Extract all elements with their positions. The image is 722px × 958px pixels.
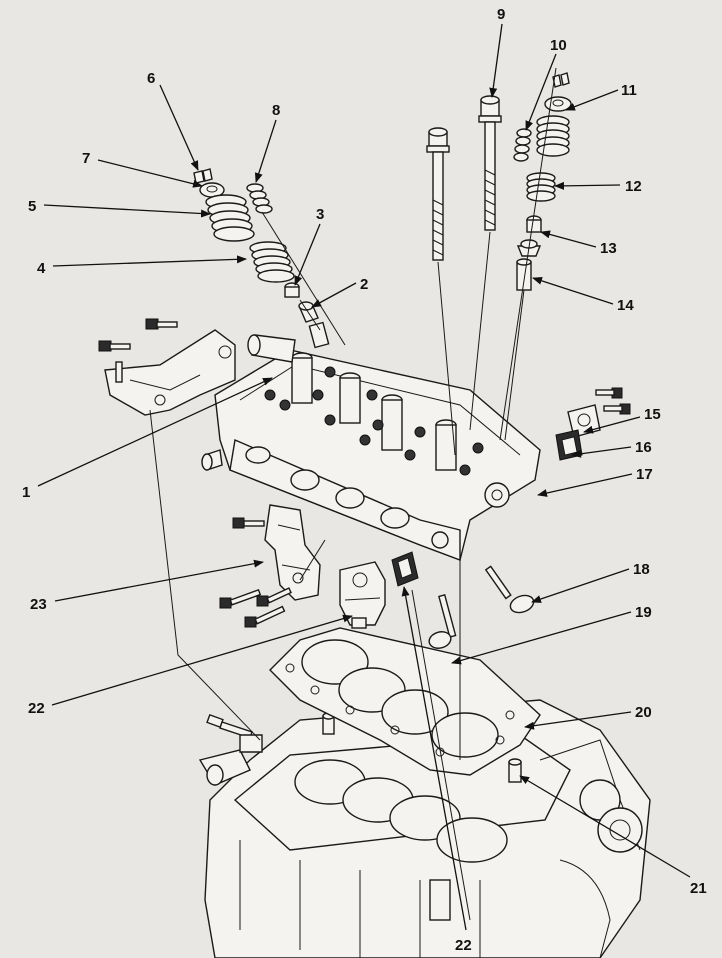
leader-19: [451, 611, 632, 665]
callout-17: 17: [636, 466, 653, 483]
callout-9: 9: [497, 6, 505, 23]
exhaust-valve: [428, 594, 457, 649]
leader-11: [565, 89, 619, 111]
leader-4: [52, 255, 247, 267]
callout-4: 4: [37, 260, 46, 277]
valve-stem-seal-right: [526, 215, 542, 233]
head-bolt-right: [478, 95, 502, 231]
alignment-line-bolt-left: [437, 261, 456, 456]
small-spring-right: [513, 128, 532, 162]
leader-14: [532, 276, 614, 305]
leader-10: [525, 53, 557, 131]
callout-5: 5: [28, 198, 36, 215]
callout-2: 2: [360, 276, 368, 293]
leader-20: [524, 711, 632, 730]
cover-bolt-1: [595, 387, 623, 399]
bracket-bolt-2: [145, 318, 178, 330]
leader-15: [583, 416, 641, 434]
leader-8: [254, 119, 277, 183]
engine-block: [198, 699, 651, 958]
leader-18: [531, 568, 630, 603]
head-bolt-left: [426, 127, 450, 261]
leader-5: [43, 204, 211, 218]
leader-22b: [401, 586, 467, 931]
alignment-line-bracket-to-block: [149, 409, 261, 741]
alignment-line-gasket-22: [411, 589, 471, 921]
callout-8: 8: [272, 102, 280, 119]
alignment-line-bracket: [299, 539, 326, 581]
cylinder-head: [201, 349, 541, 562]
alignment-line-bolt-right: [469, 231, 491, 431]
callout-7: 7: [82, 150, 90, 167]
leader-13: [540, 230, 597, 248]
callout-19: 19: [635, 604, 652, 621]
valve-guide-sleeve-right: [516, 258, 532, 291]
callout-23: 23: [30, 596, 47, 613]
alignment-line-left-2: [299, 299, 321, 331]
leader-17: [537, 473, 633, 497]
valve-guide-sleeve-left: [308, 321, 330, 349]
inner-valve-spring-right: [526, 172, 556, 202]
valve-keeper-left: [193, 168, 213, 184]
cover-gasket: [555, 429, 583, 461]
callout-12: 12: [625, 178, 642, 195]
small-spring-left: [246, 183, 273, 214]
leader-21: [519, 775, 691, 878]
callout-1: 1: [22, 484, 30, 501]
water-outlet-pipe: [247, 334, 296, 363]
callout-labels: 1 2 3 4 5 6 7 8 9 10 11 12 13 14 15 16 1…: [22, 6, 707, 954]
bracket-bolt-1: [98, 340, 131, 352]
leader-1: [37, 377, 273, 487]
bracket-bolt-lower-3: [256, 587, 292, 607]
leader-23: [54, 559, 264, 602]
callout-16: 16: [635, 439, 652, 456]
leader-6: [159, 84, 199, 171]
engine-hanger-bracket: [104, 329, 236, 416]
callout-10: 10: [550, 37, 567, 54]
inner-valve-spring-left: [249, 241, 295, 283]
callout-13: 13: [600, 240, 617, 257]
alignment-line-right-1: [499, 67, 557, 441]
callout-22-bottom: 22: [455, 937, 472, 954]
bracket-bolt-top: [232, 517, 265, 529]
leader-12: [554, 181, 621, 190]
leader-7: [97, 159, 203, 188]
stud-bolt: [115, 361, 123, 383]
alignment-line-right-2: [504, 289, 525, 441]
valve-keeper-right: [552, 72, 570, 88]
outer-valve-spring-left: [205, 194, 255, 242]
bracket-bolt-lower-2: [244, 605, 286, 628]
cover-bolt-2: [603, 403, 631, 415]
leader-22a: [51, 614, 353, 706]
dowel-pin-right: [508, 758, 522, 783]
leader-2: [311, 282, 357, 308]
callout-21: 21: [690, 880, 707, 897]
callout-leaders: [37, 23, 691, 931]
callout-14: 14: [617, 297, 634, 314]
callout-6: 6: [147, 70, 155, 87]
callout-3: 3: [316, 206, 324, 223]
oil-control-valve-gasket: [391, 551, 419, 587]
intake-valve: [484, 565, 535, 614]
callout-22-left: 22: [28, 700, 45, 717]
bracket-bolt-lower-1: [219, 588, 262, 609]
callout-20: 20: [635, 704, 652, 721]
rocker-arm-oil-control-valve: [339, 561, 386, 629]
leader-3: [294, 223, 321, 286]
valve-stem-seal-left: [284, 282, 300, 298]
leader-9: [489, 23, 503, 98]
alignment-line-left-1: [261, 211, 346, 346]
callout-11: 11: [621, 82, 637, 99]
callout-18: 18: [633, 561, 650, 578]
camshaft-bracket: [264, 504, 321, 601]
leader-16: [571, 446, 632, 458]
outer-valve-spring-right: [536, 115, 570, 157]
callout-15: 15: [644, 406, 661, 423]
